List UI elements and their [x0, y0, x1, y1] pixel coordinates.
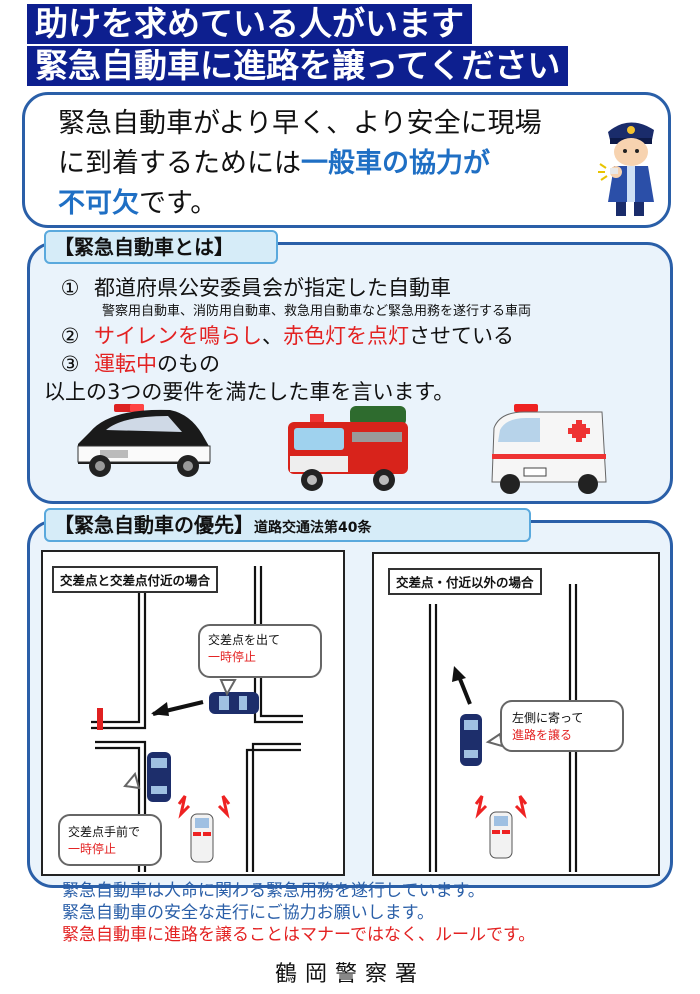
bubble-before-line2: 一時停止 [68, 842, 117, 856]
definition-item-2: ② サイレンを鳴らし、赤色灯を点灯させている [46, 322, 531, 350]
intro-line-2: に到着するためには一般車の協力が [58, 144, 542, 184]
footer-line-2: 緊急自動車の安全な走行にご協力お願いします。 [62, 903, 434, 923]
stopped-car-exit [209, 692, 259, 714]
header-banner-line1: 助けを求めている人がいます [27, 4, 472, 44]
header-banner-line2: 緊急自動車に進路を譲ってください [27, 46, 569, 86]
footer-text: 緊急自動車は人命に関わる緊急用務を遂行しています。 緊急自動車の安全な走行にご協… [62, 880, 535, 946]
intro-line-2-plain: に到着するためには [58, 148, 301, 179]
priority-title: 【緊急自動車の優先】 [54, 513, 254, 537]
intro-emphasis-essential: 不可欠 [58, 188, 139, 219]
road-case-label: 交差点・付近以外の場合 [388, 568, 542, 595]
intro-line-1: 緊急自動車がより早く、より安全に現場 [58, 108, 542, 139]
patrol-car-illustration [77, 404, 211, 477]
definition-item-1-note: 警察用自動車、消防用自動車、救急用自動車など緊急用務を遂行する車両 [102, 304, 532, 319]
bubble-stop-before: 交差点手前で 一時停止 [58, 814, 162, 866]
footer-line-1: 緊急自動車は人命に関わる緊急用務を遂行しています。 [62, 881, 485, 901]
bubble-exit-and-stop: 交差点を出て 一時停止 [198, 624, 322, 678]
header-title-1: 助けを求めている人がいます [35, 4, 464, 43]
item-2-siren: サイレンを鳴らし [94, 324, 262, 348]
ambulance-illustration [491, 404, 607, 494]
item-1-text: 都道府県公安委員会が指定した自動車 [94, 276, 451, 300]
bubble-keep-left-line1: 左側に寄って [512, 711, 584, 725]
bubble-keep-left-line2: 進路を譲る [512, 728, 573, 742]
bubble-before-line1: 交差点手前で [68, 825, 141, 839]
bubble-exit-line2: 一時停止 [208, 650, 257, 664]
bubble-keep-left: 左側に寄って 進路を譲る [500, 700, 624, 752]
definition-summary: 以上の3つの要件を満たした車を言います。 [44, 380, 455, 404]
item-2-comma: 、 [262, 324, 283, 348]
intro-line-3: 不可欠です。 [58, 184, 542, 224]
footer-line-3: 緊急自動車に進路を譲ることはマナーではなく、ルールです。 [62, 925, 536, 945]
item-3-number: ③ [60, 352, 80, 376]
item-2-red-light: 赤色灯を点灯 [283, 324, 409, 348]
definition-item-3: ③ 運転中のもの [46, 350, 531, 378]
intro-emphasis-cooperation: 一般車の協力が [301, 148, 490, 179]
priority-law-reference: 道路交通法第40条 [254, 520, 372, 536]
definition-list: ① 都道府県公安委員会が指定した自動車 警察用自動車、消防用自動車、救急用自動車な… [44, 274, 532, 406]
item-3-driving: 運転中 [94, 352, 157, 376]
item-3-tail: のもの [157, 352, 220, 376]
intro-panel [22, 92, 671, 228]
bubble-exit-line1: 交差点を出て [208, 633, 281, 647]
priority-title-tag: 【緊急自動車の優先】道路交通法第40条 [44, 508, 531, 542]
intro-text: 緊急自動車がより早く、より安全に現場 に到着するためには一般車の協力が 不可欠で… [58, 104, 542, 224]
item-2-number: ② [60, 324, 80, 348]
header-title-2: 緊急自動車に進路を譲ってください [35, 46, 561, 85]
intersection-case-label: 交差点と交差点付近の場合 [52, 566, 219, 593]
definition-title: 【緊急自動車とは】 [54, 235, 234, 259]
item-1-number: ① [60, 276, 80, 300]
fire-engine-illustration [288, 406, 408, 491]
definition-title-tag: 【緊急自動車とは】 [44, 230, 278, 264]
police-officer-illustration [598, 122, 654, 216]
police-station-name: 鶴岡警察署 [274, 962, 425, 987]
item-2-tail: させている [409, 324, 514, 348]
intro-line-3-plain: です。 [139, 188, 218, 219]
definition-item-1: ① 都道府県公安委員会が指定した自動車 [46, 274, 531, 302]
intersection-roads [91, 566, 303, 872]
